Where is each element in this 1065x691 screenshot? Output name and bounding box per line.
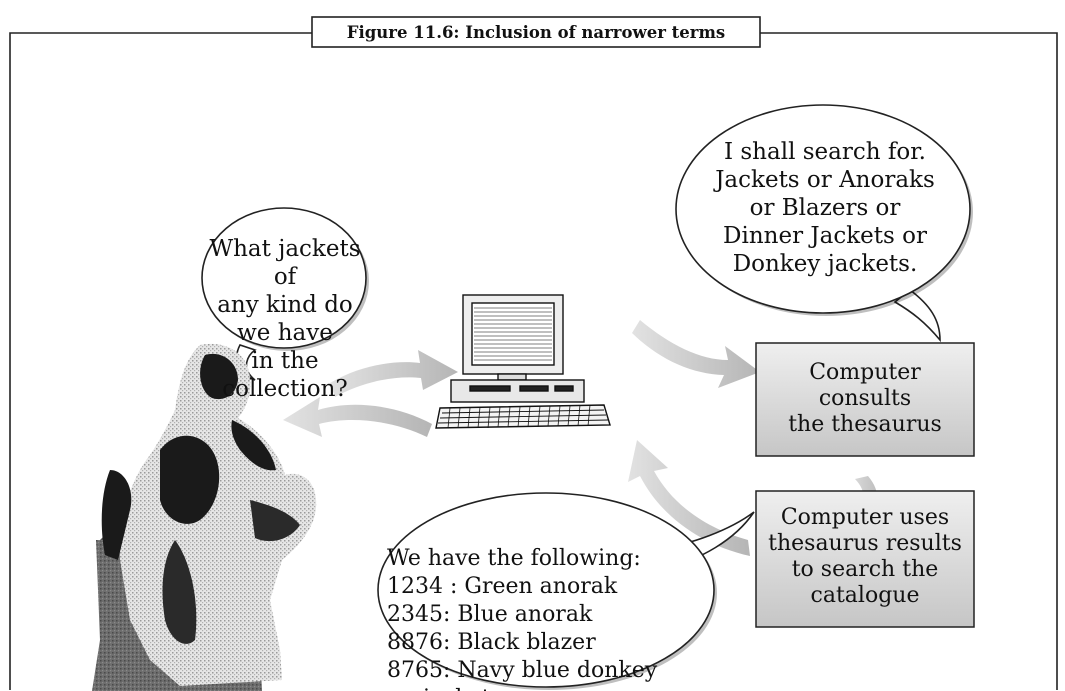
search-box-line: thesaurus results [768,531,962,556]
figure-caption: Figure 11.6: Inclusion of narrower terms [346,22,726,42]
thesaurus-box [755,342,975,457]
search-box-text: Computer uses thesaurus results to searc… [756,505,974,609]
figure-frame [9,16,1058,690]
arrow-computer-to-user [283,397,432,437]
search-box-line: Computer uses [780,505,950,530]
user-bubble-text: What jackets of any kind do we have in t… [200,235,370,403]
arrow-search-to-computer [628,440,750,556]
thesaurus-box-line: the thesaurus [788,412,942,437]
user-bubble-line: What jackets of [209,236,361,290]
reply-line: We have the following: [387,546,641,571]
computer-bubble-text: I shall search for. Jackets or Anoraks o… [690,138,960,278]
reply-line: 1234 : Green anorak [387,574,618,599]
desktop-computer-icon [435,294,611,429]
arrow-user-to-computer [330,350,458,397]
computer-bubble-line: Donkey jackets. [732,251,918,277]
reply-line: 8876: Black blazer [387,630,596,655]
thinker-statue-icon [92,343,317,691]
reply-speech-bubble [377,492,755,690]
thesaurus-box-line: Computer [809,360,921,385]
user-bubble-line: any kind do we have [217,292,353,346]
computer-bubble-line: or Blazers or [749,195,901,221]
reply-line: 8765: Navy blue donkey [387,658,658,683]
reply-bubble-text: We have the following: 1234 : Green anor… [387,545,727,691]
thesaurus-box-text: Computer consults the thesaurus [756,360,974,438]
reply-line: 2345: Blue anorak [387,602,593,627]
user-speech-bubble [201,207,369,381]
search-box-line: to search the [791,557,939,582]
computer-speech-bubble [675,104,973,343]
search-box [755,490,975,628]
computer-bubble-line: Jackets or Anoraks [715,167,935,193]
computer-bubble-line: I shall search for. [723,139,926,165]
thesaurus-box-line: consults [818,386,912,411]
arrow-computer-to-thesaurus [632,320,760,388]
computer-bubble-line: Dinner Jackets or [723,223,927,249]
user-bubble-line: in the collection? [222,348,348,402]
search-box-line: catalogue [810,583,920,608]
reply-line: jacket [387,685,727,691]
